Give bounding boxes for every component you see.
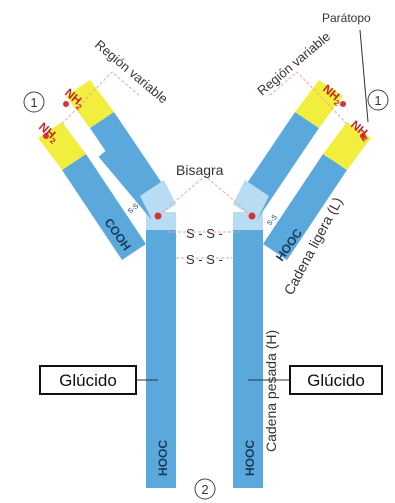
cadena-pesada-label: Cadena pesada (H) (263, 330, 279, 452)
disulfide-label-top: S - S - (186, 226, 223, 241)
left-glucido-box (39, 365, 137, 395)
left-hooc-stem-label: HOOC (156, 440, 170, 476)
right-heavy-variable (295, 80, 343, 128)
left-tip-dot-heavy (63, 101, 69, 107)
left-hinge-dot (154, 212, 162, 220)
right-hinge-dot (248, 212, 256, 220)
right-light-arm (263, 154, 347, 260)
right-glucido-box (289, 365, 383, 395)
marker-1-left-circle (23, 91, 45, 113)
left-region-guide (61, 71, 141, 125)
right-hooc-stem-label: HOOC (243, 440, 257, 476)
right-heavy-chain-stem (233, 226, 263, 488)
bisagra-guide (157, 175, 253, 217)
right-region-guide (268, 71, 348, 125)
marker-1-right-label: 1 (374, 93, 381, 108)
left-heavy-chain-stem (146, 226, 176, 488)
left-light-variable (38, 122, 86, 170)
right-tip-dot-light (360, 133, 366, 139)
left-light-arm (62, 154, 146, 260)
right-tip-dot-heavy (340, 101, 346, 107)
left-glucido-label: Glúcido (59, 371, 117, 390)
paratopo-label: Parátopo (322, 11, 371, 25)
left-ss-small: S-S (127, 202, 141, 215)
left-region-variable-label: Región variable (92, 37, 171, 107)
paratopo-pointer (359, 29, 369, 123)
left-tip-dot-light (43, 133, 49, 139)
bisagra-label: Bisagra (176, 162, 224, 178)
marker-2-label: 2 (201, 482, 208, 497)
disulfide-label-bottom: S - S - (186, 252, 223, 267)
left-heavy-arm-light (140, 180, 176, 220)
marker-1-left-label: 1 (30, 95, 37, 110)
left-heavy-variable (66, 80, 114, 128)
right-heavy-arm-light (233, 180, 269, 220)
marker-2-circle (194, 478, 216, 500)
right-light-variable (323, 122, 371, 170)
right-glucido-label: Glúcido (307, 371, 365, 390)
marker-1-right-circle (367, 89, 389, 111)
